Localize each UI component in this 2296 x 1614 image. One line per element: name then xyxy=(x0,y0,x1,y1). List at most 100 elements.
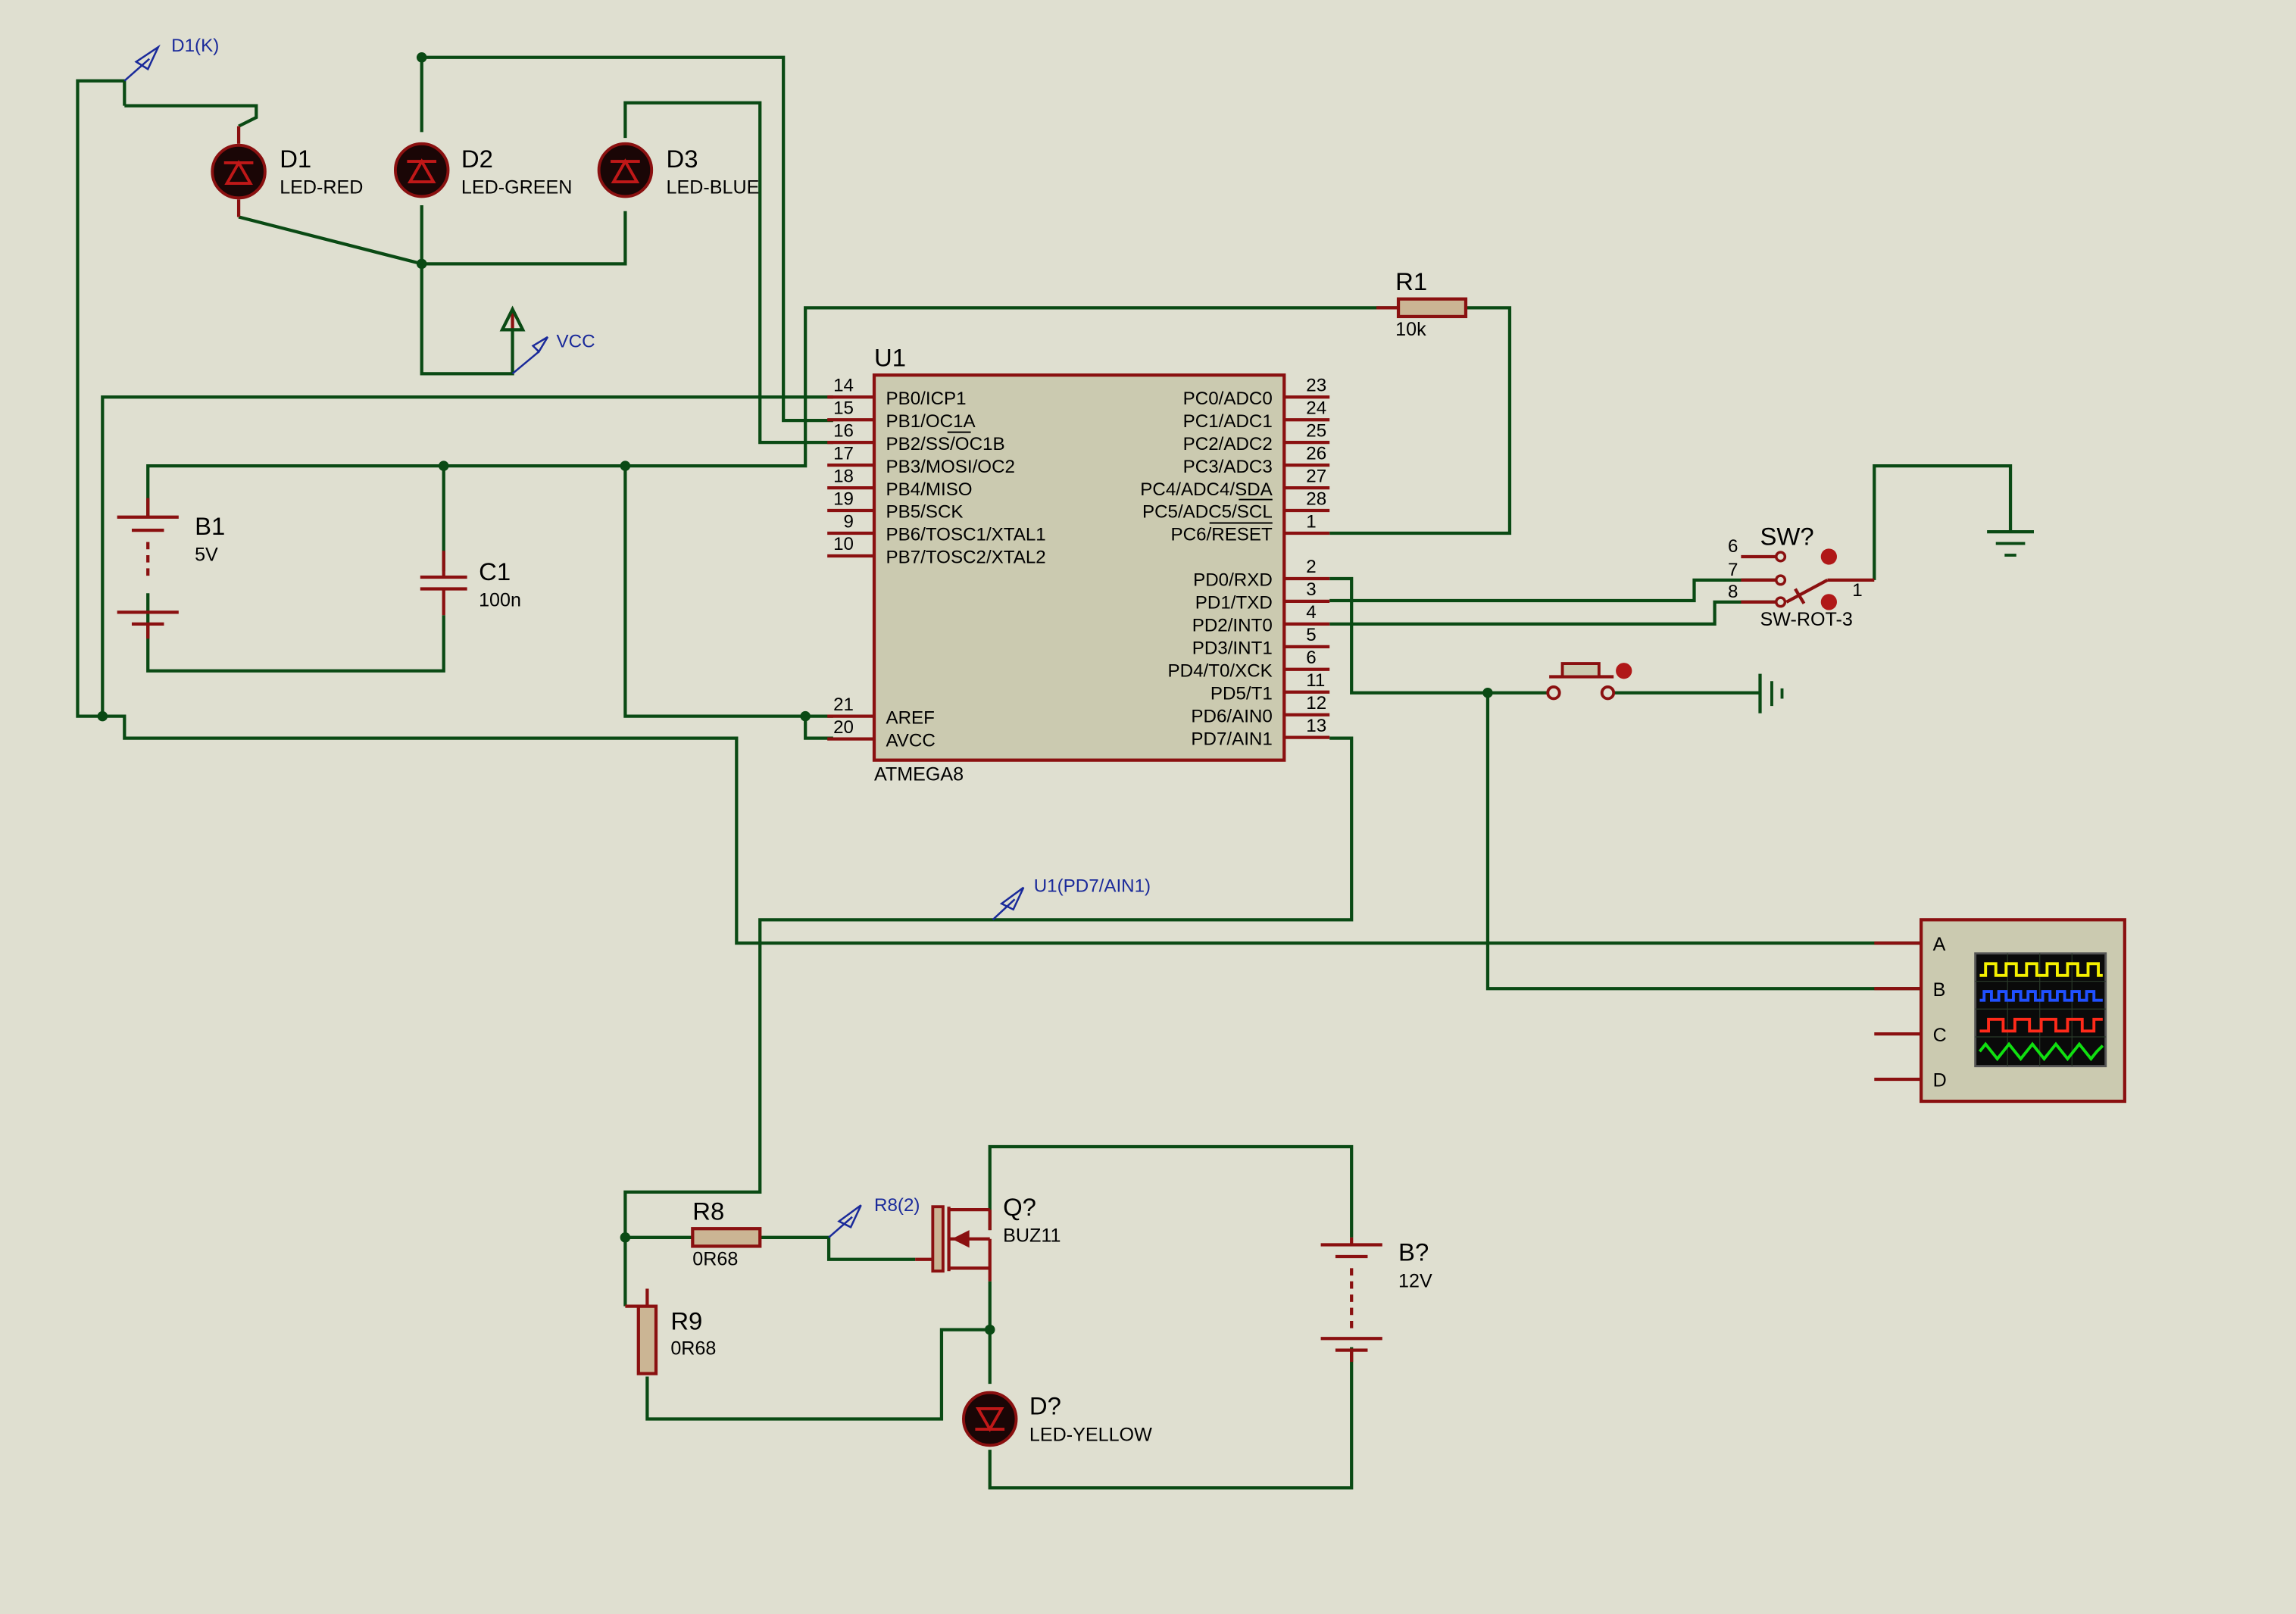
mcu-pins: 14PB0/ICP115PB1/OC1A16PB2/SS/OC1B17PB3/M… xyxy=(827,376,1330,751)
probe-r8-label: R8(2) xyxy=(874,1195,920,1216)
mcu-pin-name: PD4/T0/XCK xyxy=(1168,660,1273,681)
resistor-r1[interactable]: R1 10k xyxy=(1376,267,1468,340)
resistor-r9[interactable]: R9 0R68 xyxy=(625,1288,716,1375)
mcu-pin-number: 15 xyxy=(833,398,854,418)
mcu-pin-number: 20 xyxy=(833,717,854,738)
sw-ref: SW? xyxy=(1760,522,1814,550)
wires xyxy=(76,55,2013,1490)
b1-value: 5V xyxy=(195,545,218,566)
mcu-pin-number: 5 xyxy=(1306,625,1316,645)
scope-channel-b: B xyxy=(1933,979,1946,1001)
probe-pd7-label: U1(PD7/AIN1) xyxy=(1034,876,1151,897)
mcu-pin-number: 10 xyxy=(833,534,854,554)
r9-ref: R9 xyxy=(670,1307,702,1335)
mcu-pin-name: PB1/OC1A xyxy=(886,411,976,432)
led-d2-value: LED-GREEN xyxy=(461,177,572,198)
switch-state-icon[interactable] xyxy=(1820,548,1837,565)
led-d3-value: LED-BLUE xyxy=(667,177,760,198)
rotary-switch[interactable]: 6 7 8 1 SW? SW-ROT-3 xyxy=(1728,522,1875,630)
r9-value: 0R68 xyxy=(670,1338,716,1359)
scope-channel-d: D xyxy=(1933,1070,1947,1091)
mcu-pin-number: 27 xyxy=(1306,466,1326,486)
ground-icon xyxy=(1758,673,1784,713)
mcu-pin-number: 13 xyxy=(1306,716,1326,736)
mcu-pin-number: 6 xyxy=(1306,648,1316,668)
mcu-pin-name: PC4/ADC4/SDA xyxy=(1140,479,1273,500)
mcu-pin-name: PD1/TXD xyxy=(1195,593,1273,613)
junctions xyxy=(97,52,1493,1335)
mcu-pin-number: 19 xyxy=(833,489,854,509)
mcu-pin-name: AREF xyxy=(886,707,934,728)
mcu-pin-number: 16 xyxy=(833,420,854,441)
mcu-pin-number: 9 xyxy=(844,511,854,532)
battery-b1[interactable]: B1 5V xyxy=(117,498,226,639)
led-d1[interactable]: D1 LED-RED xyxy=(211,126,363,217)
c1-value: 100n xyxy=(479,590,521,611)
mcu-pin-name: PB6/TOSC1/XTAL1 xyxy=(886,525,1045,545)
led-d2-ref: D2 xyxy=(461,145,493,173)
r8-value: 0R68 xyxy=(692,1249,738,1270)
sw-pin-8: 8 xyxy=(1728,582,1738,602)
q-value: BUZ11 xyxy=(1003,1225,1061,1247)
ground-icon xyxy=(1987,529,2034,557)
led-d3[interactable]: D3 LED-BLUE xyxy=(597,142,760,198)
oscilloscope[interactable]: A B C D xyxy=(1874,918,2126,1104)
vcc-label: VCC xyxy=(557,332,595,352)
mcu-pin-number: 11 xyxy=(1306,670,1325,691)
scope-channel-a: A xyxy=(1933,934,1946,955)
mcu-pin-number: 3 xyxy=(1306,579,1316,600)
switch-state-icon[interactable] xyxy=(1820,594,1837,610)
mcu-pin-name: PD2/INT0 xyxy=(1192,616,1273,636)
u1-ref: U1 xyxy=(874,344,906,372)
mcu-pin-number: 24 xyxy=(1306,398,1326,418)
mcu-pin-name: PD7/AIN1 xyxy=(1191,729,1272,749)
mcu-pin-number: 18 xyxy=(833,466,854,486)
mcu-pin-number: 25 xyxy=(1306,420,1326,441)
push-button[interactable] xyxy=(1546,662,1632,701)
mcu-pin-name: PC5/ADC5/SCL xyxy=(1142,502,1273,523)
mcu-pin-name: PD3/INT1 xyxy=(1192,638,1273,658)
sw-pin-1: 1 xyxy=(1852,580,1862,601)
probe-r8[interactable]: R8(2) xyxy=(828,1195,920,1238)
b1-ref: B1 xyxy=(195,512,225,540)
mcu-u1[interactable]: U1 ATMEGA8 xyxy=(872,344,1286,785)
sw-pin-7: 7 xyxy=(1728,560,1738,580)
mcu-pin-name: PB3/MOSI/OC2 xyxy=(886,457,1015,477)
vcc-terminal[interactable]: VCC xyxy=(499,305,595,375)
probe-d1k-label: D1(K) xyxy=(171,36,219,56)
r8-ref: R8 xyxy=(692,1197,724,1225)
led-d-yellow[interactable]: D? LED-YELLOW xyxy=(962,1391,1152,1447)
mcu-pin-number: 23 xyxy=(1306,376,1326,396)
mcu-pin-name: PC1/ADC1 xyxy=(1183,411,1273,432)
resistor-r8[interactable]: R8 0R68 xyxy=(691,1197,762,1270)
mcu-pin-name: PD0/RXD xyxy=(1193,570,1273,591)
mcu-pin-name: PB2/SS/OC1B xyxy=(886,434,1004,454)
probe-pd7[interactable]: U1(PD7/AIN1) xyxy=(992,876,1151,921)
sw-pin-6: 6 xyxy=(1728,536,1738,557)
b2-ref: B? xyxy=(1398,1238,1429,1266)
mcu-pin-name: PD5/T1 xyxy=(1210,683,1273,704)
button-state-icon[interactable] xyxy=(1616,663,1632,679)
mcu-pin-number: 21 xyxy=(833,695,854,715)
led-d2[interactable]: D2 LED-GREEN xyxy=(393,142,572,198)
mcu-pin-name: PD6/AIN0 xyxy=(1191,706,1272,726)
mcu-pin-name: PB7/TOSC2/XTAL2 xyxy=(886,548,1045,568)
mcu-pin-name: PB4/MISO xyxy=(886,479,972,500)
mcu-pin-name: PC0/ADC0 xyxy=(1183,389,1273,409)
mcu-pin-name: AVCC xyxy=(886,730,935,751)
r1-value: 10k xyxy=(1395,319,1426,340)
mcu-pin-name: PC3/ADC3 xyxy=(1183,457,1273,477)
mcu-pin-name: PC6/RESET xyxy=(1171,525,1273,545)
mcu-pin-name: PB5/SCK xyxy=(886,502,963,523)
mosfet-q[interactable]: Q? BUZ11 xyxy=(915,1193,1061,1282)
mcu-pin-name: PB0/ICP1 xyxy=(886,389,966,409)
mcu-pin-number: 4 xyxy=(1306,602,1316,623)
mcu-pin-number: 28 xyxy=(1306,489,1326,509)
probe-d1k[interactable]: D1(K) xyxy=(123,36,219,82)
capacitor-c1[interactable]: C1 100n xyxy=(420,551,521,616)
r1-ref: R1 xyxy=(1395,267,1427,295)
mcu-pin-number: 12 xyxy=(1306,693,1326,713)
led-d3-ref: D3 xyxy=(667,145,698,173)
battery-b2[interactable]: B? 12V xyxy=(1320,1237,1432,1363)
